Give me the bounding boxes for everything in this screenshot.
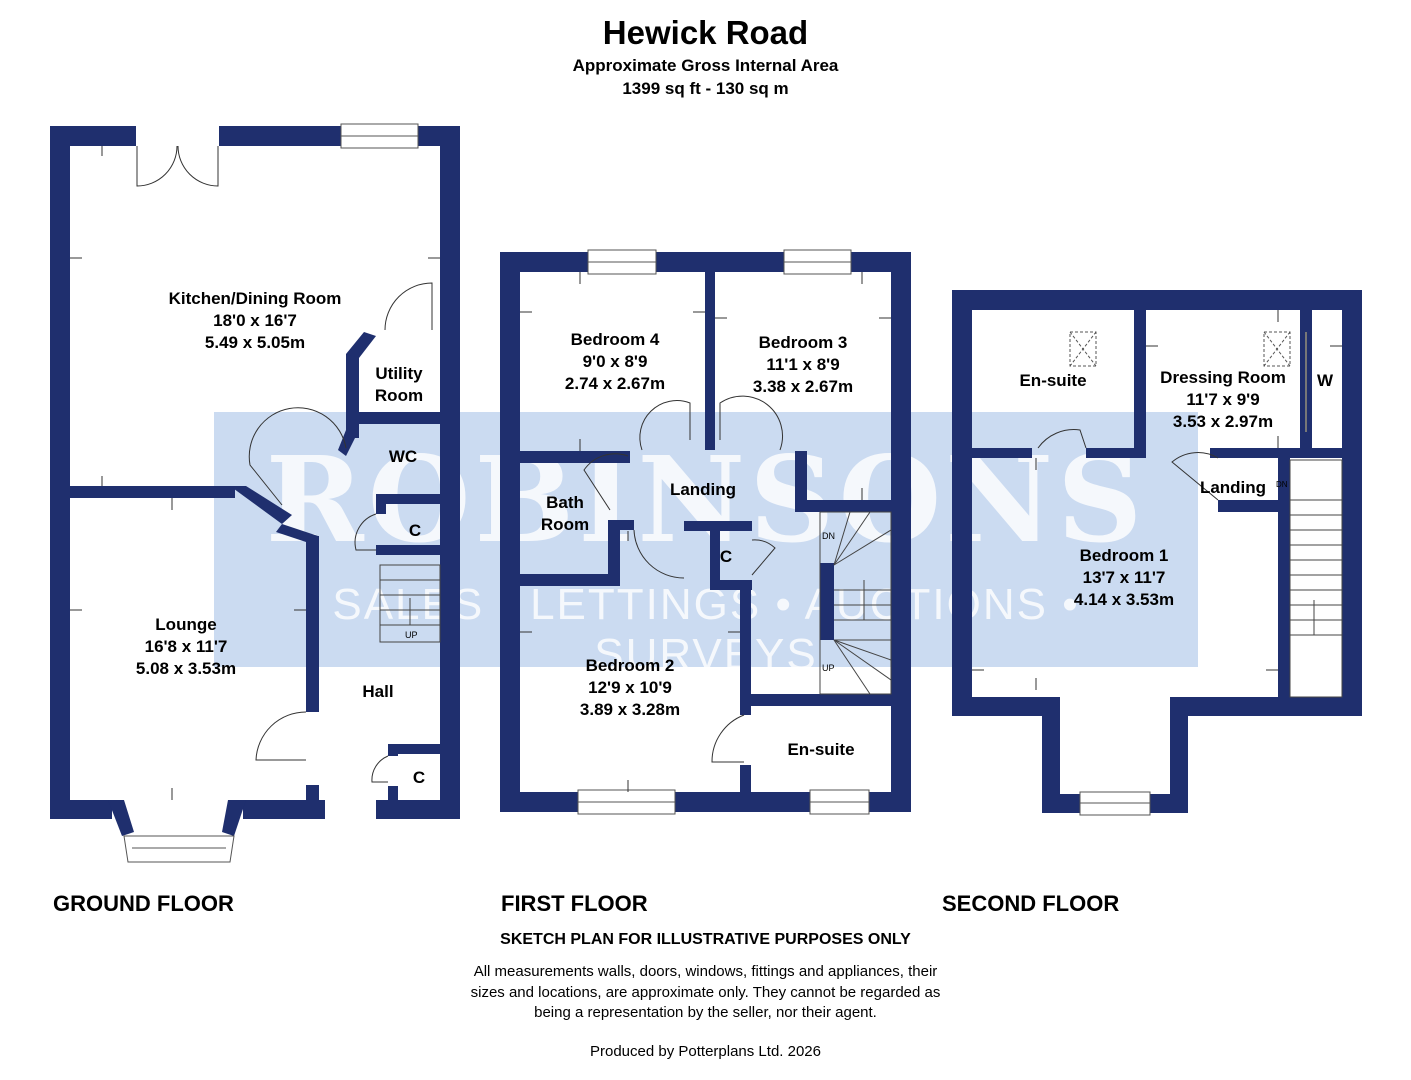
room-name: Bedroom 1 bbox=[1079, 546, 1169, 565]
room-cupboard-first: C bbox=[716, 546, 736, 568]
room-name: Landing bbox=[669, 480, 737, 499]
walls bbox=[50, 126, 1362, 836]
ground-floor-walls bbox=[50, 126, 460, 836]
room-name-line1: Bath bbox=[546, 493, 584, 512]
room-wardrobe: W bbox=[1312, 370, 1338, 392]
first-floor-walls bbox=[500, 252, 911, 812]
door-swings bbox=[136, 145, 1219, 783]
room-metric: 5.49 x 5.05m bbox=[204, 333, 306, 352]
room-name: C bbox=[412, 768, 426, 787]
measure-arrows bbox=[70, 146, 1342, 800]
second-floor-walls bbox=[952, 290, 1362, 813]
room-name: Bedroom 2 bbox=[585, 656, 675, 675]
room-imperial: 13'7 x 11'7 bbox=[1082, 568, 1166, 587]
room-name: Lounge bbox=[155, 615, 217, 634]
room-imperial: 16'8 x 11'7 bbox=[144, 637, 228, 656]
room-metric: 3.53 x 2.97m bbox=[1172, 412, 1274, 431]
room-imperial: 12'9 x 10'9 bbox=[588, 678, 672, 697]
room-name: Kitchen/Dining Room bbox=[168, 289, 342, 308]
property-title: Hewick Road bbox=[602, 14, 809, 51]
stairs-up-label: UP bbox=[822, 663, 835, 673]
windows bbox=[123, 123, 1151, 863]
room-utility: Utility Room bbox=[362, 363, 436, 407]
stairs-down-label: DN bbox=[1276, 480, 1288, 489]
room-landing-second: Landing bbox=[1190, 477, 1276, 499]
room-imperial: 11'7 x 9'9 bbox=[1186, 390, 1260, 409]
room-name: WC bbox=[388, 447, 418, 466]
disclaimer-line-2: sizes and locations, are approximate onl… bbox=[470, 984, 941, 1001]
room-kitchen-dining: Kitchen/Dining Room 18'0 x 16'7 5.49 x 5… bbox=[150, 288, 360, 354]
room-name: Dressing Room bbox=[1160, 368, 1286, 387]
stairs bbox=[379, 459, 1343, 698]
room-lounge: Lounge 16'8 x 11'7 5.08 x 3.53m bbox=[106, 614, 266, 680]
room-name: En-suite bbox=[787, 740, 855, 759]
room-cupboard-2: C bbox=[404, 767, 434, 789]
room-metric: 3.89 x 3.28m bbox=[579, 700, 681, 719]
room-wc: WC bbox=[380, 446, 426, 468]
room-metric: 5.08 x 3.53m bbox=[135, 659, 237, 678]
stairs-down-label: DN bbox=[822, 531, 835, 541]
room-bedroom-4: Bedroom 4 9'0 x 8'9 2.74 x 2.67m bbox=[540, 329, 690, 395]
room-imperial: 18'0 x 16'7 bbox=[213, 311, 297, 330]
room-name: Landing bbox=[1199, 478, 1267, 497]
room-metric: 3.38 x 2.67m bbox=[752, 377, 854, 396]
room-landing-first: Landing bbox=[658, 479, 748, 501]
floor-label-ground: GROUND FLOOR bbox=[53, 891, 234, 916]
room-metric: 2.74 x 2.67m bbox=[564, 374, 666, 393]
room-dressing: Dressing Room 11'7 x 9'9 3.53 x 2.97m bbox=[1148, 367, 1298, 433]
sketch-note: SKETCH PLAN FOR ILLUSTRATIVE PURPOSES ON… bbox=[500, 931, 911, 948]
room-name: C bbox=[719, 547, 733, 566]
room-ensuite-second: En-suite bbox=[1003, 370, 1103, 392]
room-bedroom-3: Bedroom 3 11'1 x 8'9 3.38 x 2.67m bbox=[728, 332, 878, 398]
room-imperial: 9'0 x 8'9 bbox=[582, 352, 648, 371]
area-value: 1399 sq ft - 130 sq m bbox=[622, 79, 789, 98]
skylights bbox=[1069, 331, 1291, 367]
room-ensuite-first: En-suite bbox=[776, 739, 866, 761]
room-cupboard-1: C bbox=[400, 520, 430, 542]
room-bedroom-1: Bedroom 1 13'7 x 11'7 4.14 x 3.53m bbox=[1054, 545, 1194, 611]
room-bedroom-2: Bedroom 2 12'9 x 10'9 3.89 x 3.28m bbox=[560, 655, 700, 721]
room-name-line1: Utility bbox=[375, 364, 423, 383]
room-name: Bedroom 3 bbox=[758, 333, 848, 352]
room-name-line2: Room bbox=[374, 386, 424, 405]
floor-label-first: FIRST FLOOR bbox=[501, 891, 648, 916]
room-name-line2: Room bbox=[540, 515, 590, 534]
disclaimer-line-3: being a representation by the seller, no… bbox=[534, 1004, 877, 1021]
floor-label-second: SECOND FLOOR bbox=[942, 891, 1120, 916]
room-imperial: 11'1 x 8'9 bbox=[766, 355, 840, 374]
room-name: C bbox=[408, 521, 422, 540]
stairs-up-label: UP bbox=[405, 630, 418, 640]
room-name: W bbox=[1316, 371, 1334, 390]
room-metric: 4.14 x 3.53m bbox=[1073, 590, 1175, 609]
room-bathroom: Bath Room bbox=[530, 492, 600, 536]
area-caption: Approximate Gross Internal Area bbox=[572, 56, 839, 75]
room-name: Hall bbox=[362, 682, 394, 701]
producer-credit: Produced by Potterplans Ltd. 2026 bbox=[590, 1043, 821, 1060]
disclaimer-line-1: All measurements walls, doors, windows, … bbox=[473, 963, 938, 980]
room-hall: Hall bbox=[350, 681, 406, 703]
room-name: Bedroom 4 bbox=[570, 330, 660, 349]
room-name: En-suite bbox=[1019, 371, 1087, 390]
